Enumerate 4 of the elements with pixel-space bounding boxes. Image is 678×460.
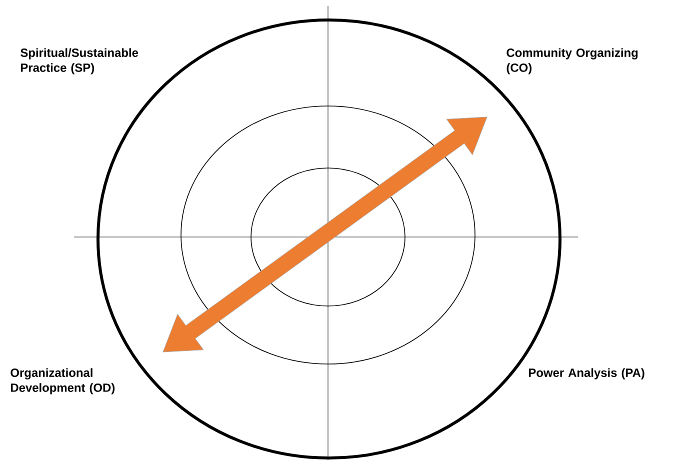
quadrant-label: Spiritual/Sustainable Practice (SP) (20, 48, 138, 74)
quadrant-label: Community Organizing (CO) (506, 48, 638, 74)
quadrant-label: Organizational Development (OD) (10, 368, 115, 394)
quadrant-label: Power Analysis (PA) (529, 368, 644, 380)
